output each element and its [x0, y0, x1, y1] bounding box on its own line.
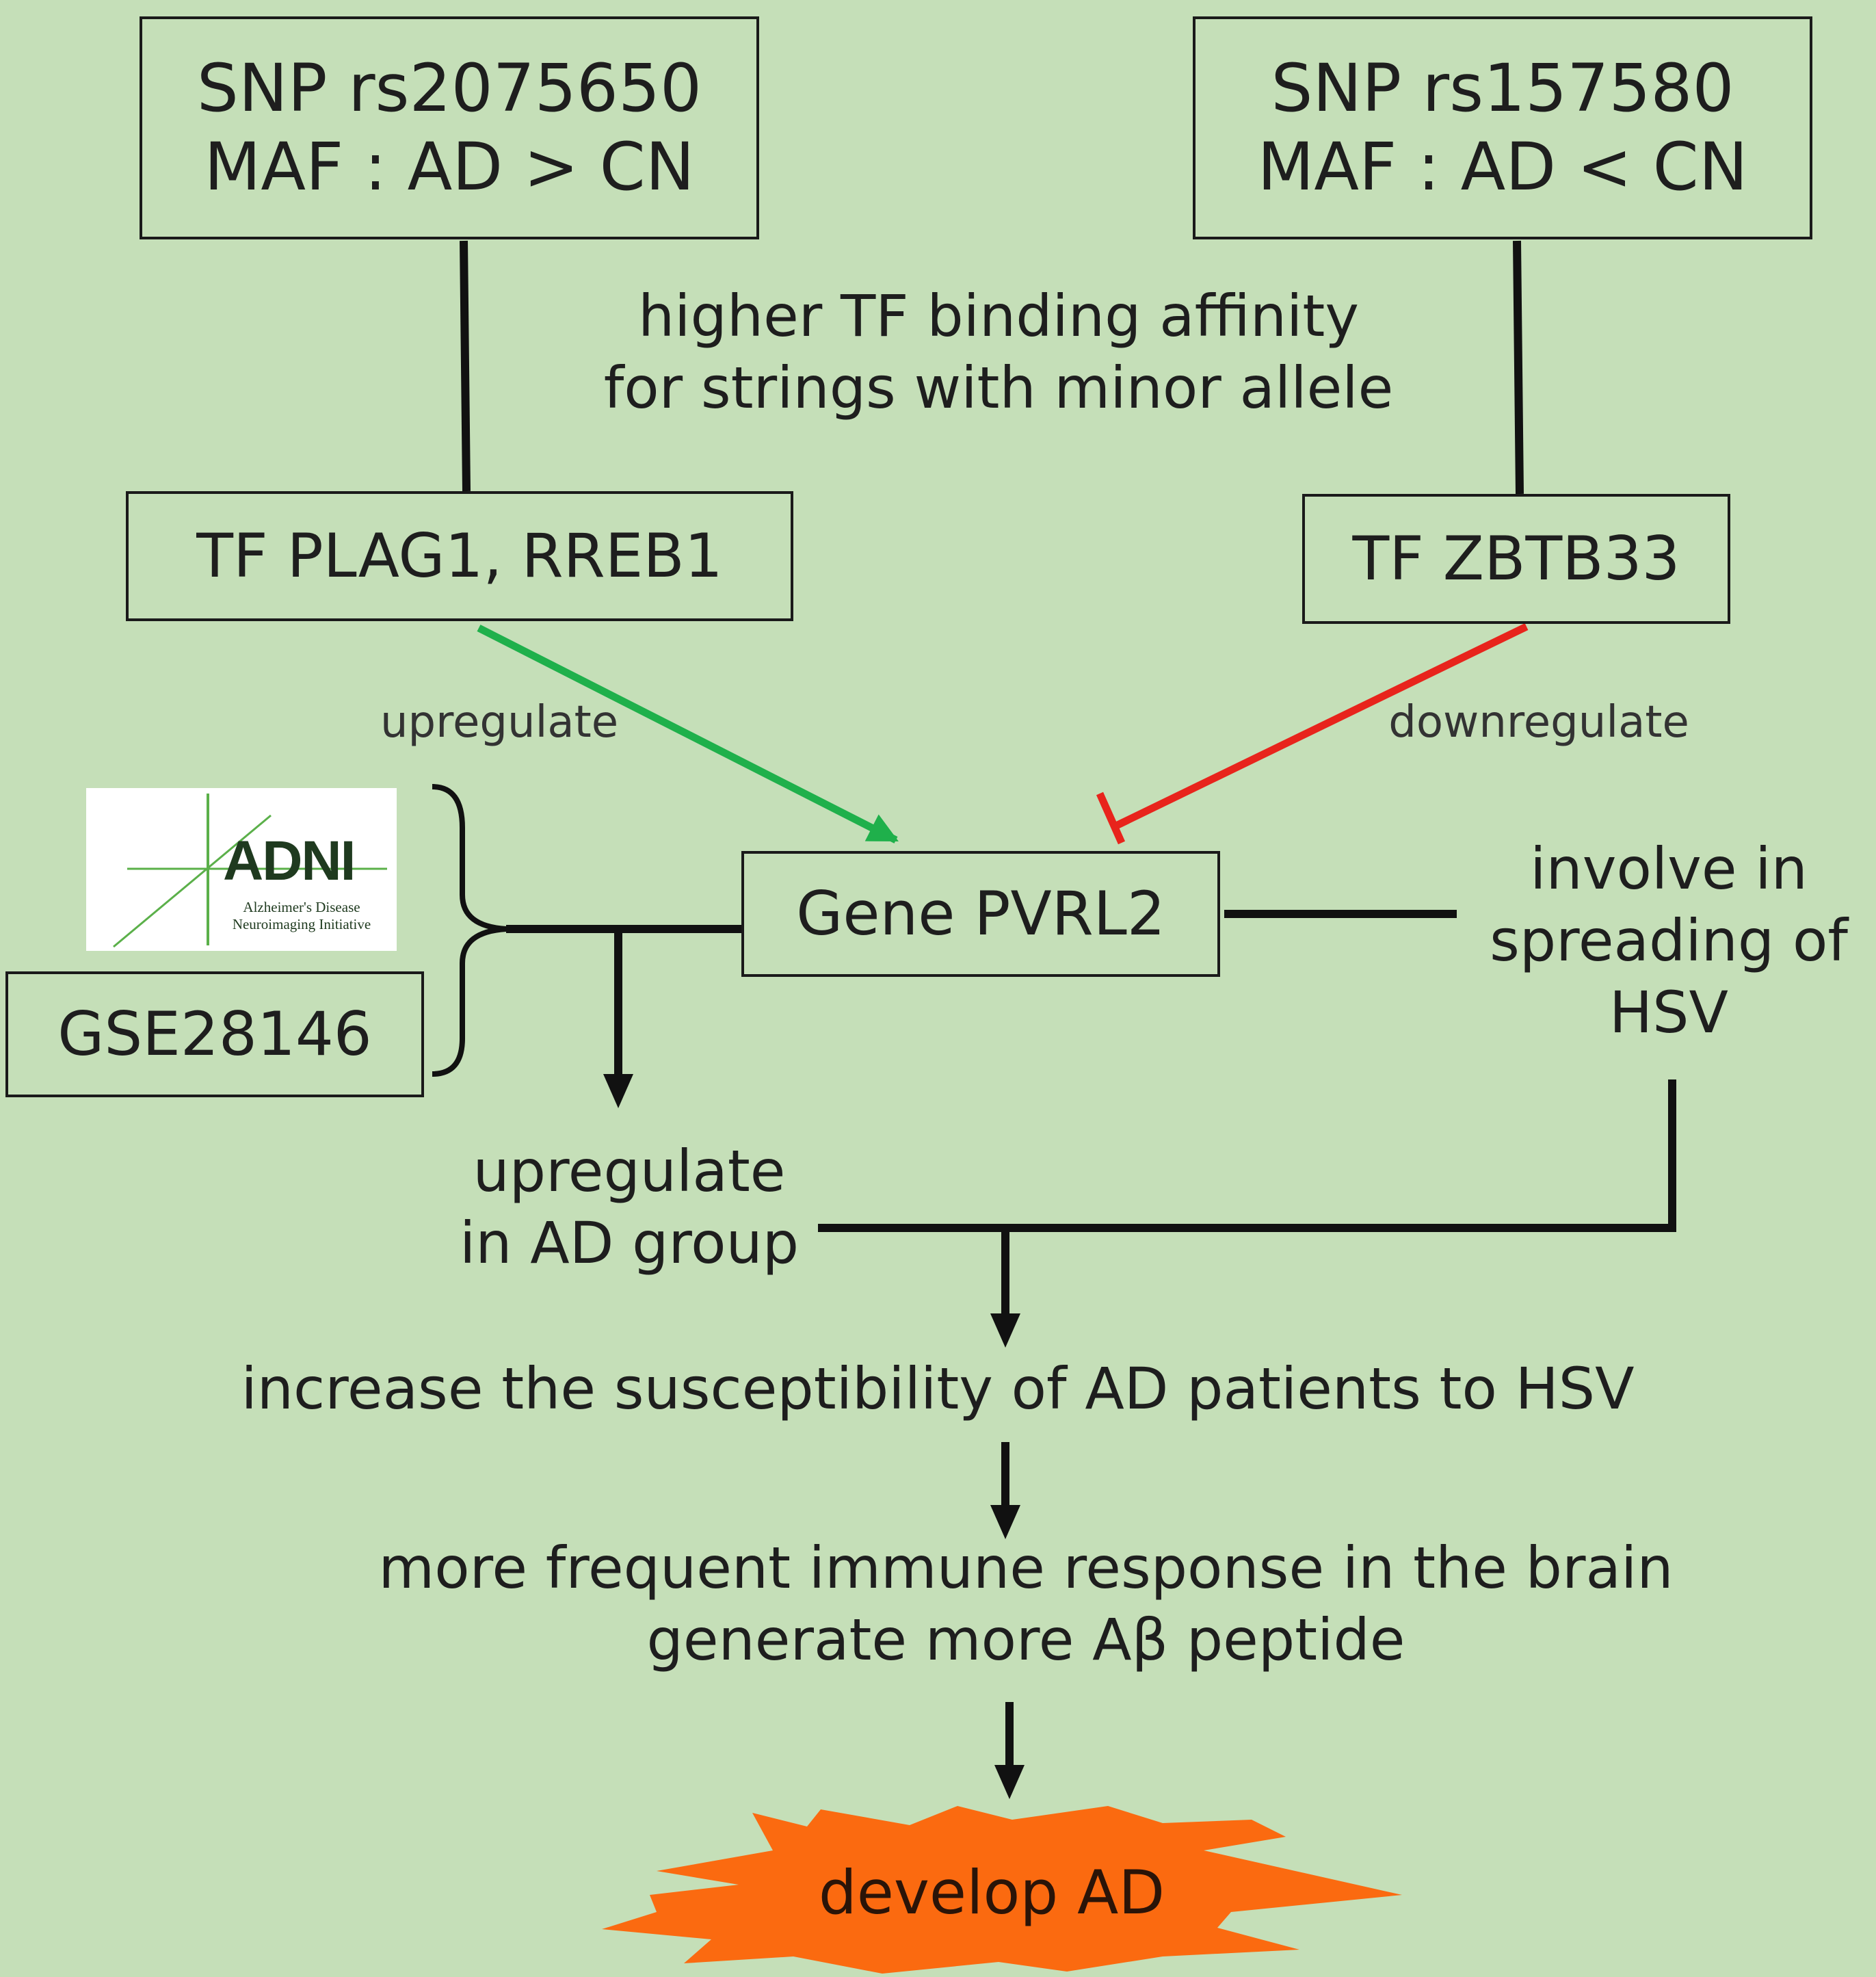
inhibitor-bar	[1096, 791, 1126, 845]
snp-left-box: SNP rs2075650 MAF : AD > CN	[140, 16, 759, 239]
tf-left-label: TF PLAG1, RREB1	[196, 521, 723, 592]
connector-snp-right-tf	[1513, 240, 1524, 495]
edge-label-downregulate: downregulate	[1388, 697, 1689, 748]
ad-group-line2: in AD group	[459, 1209, 800, 1276]
dataset-label: GSE28146	[57, 999, 372, 1070]
tf-binding-note-line2: for strings with minor allele	[603, 354, 1394, 421]
edge-label-upregulate: upregulate	[380, 697, 619, 748]
gene-label: Gene PVRL2	[796, 878, 1165, 950]
tf-binding-note-line1: higher TF binding affinity	[637, 283, 1360, 350]
hsv-note-line2: spreading of	[1490, 907, 1848, 974]
connector-snp-left-tf	[460, 240, 471, 492]
step-immune-line1: more frequent immune response in the bra…	[378, 1534, 1674, 1601]
arrow-head-step2	[990, 1505, 1020, 1539]
step-immune-response: more frequent immune response in the bra…	[308, 1532, 1744, 1676]
adni-logo-subtitle: Alzheimer's Disease Neuroimaging Initiat…	[232, 899, 371, 933]
outcome-burst	[602, 1806, 1402, 1974]
hsv-note-line1: involve in	[1530, 835, 1808, 902]
hsv-note: involve in spreading of HSV	[1464, 833, 1874, 1049]
adni-logo: ADNI Alzheimer's Disease Neuroimaging In…	[86, 788, 397, 951]
downregulate-inhibitor	[1113, 623, 1529, 830]
connector-hsv-merge	[818, 1079, 1676, 1232]
arrow-head-ad-group	[603, 1074, 633, 1108]
step-susceptibility: increase the susceptibility of AD patien…	[241, 1355, 1635, 1422]
gene-box: Gene PVRL2	[741, 851, 1220, 977]
snp-right-box: SNP rs157580 MAF : AD < CN	[1193, 16, 1812, 239]
tf-right-box: TF ZBTB33	[1302, 494, 1730, 624]
outcome-label: develop AD	[818, 1857, 1165, 1928]
adni-logo-word: ADNI	[223, 830, 356, 892]
snp-right-maf: MAF : AD < CN	[1257, 129, 1748, 205]
step-immune-line2: generate more Aβ peptide	[646, 1606, 1405, 1673]
brace-datasets	[432, 784, 507, 1077]
snp-right-id: SNP rs157580	[1271, 49, 1734, 127]
tf-binding-note: higher TF binding affinity for strings w…	[533, 280, 1464, 424]
tf-right-label: TF ZBTB33	[1352, 523, 1680, 594]
ad-group-line1: upregulate	[473, 1138, 786, 1205]
dataset-box: GSE28146	[5, 971, 424, 1097]
snp-left-id: SNP rs2075650	[196, 49, 702, 127]
upregulate-arrow	[477, 625, 899, 843]
adni-logo-mark	[113, 794, 387, 948]
ad-group-note: upregulate in AD group	[424, 1136, 834, 1279]
hsv-note-line3: HSV	[1609, 979, 1728, 1046]
arrow-head-step1	[990, 1313, 1020, 1348]
tf-left-box: TF PLAG1, RREB1	[126, 491, 793, 621]
snp-left-maf: MAF : AD > CN	[204, 129, 695, 205]
arrow-head-outcome	[994, 1765, 1025, 1799]
